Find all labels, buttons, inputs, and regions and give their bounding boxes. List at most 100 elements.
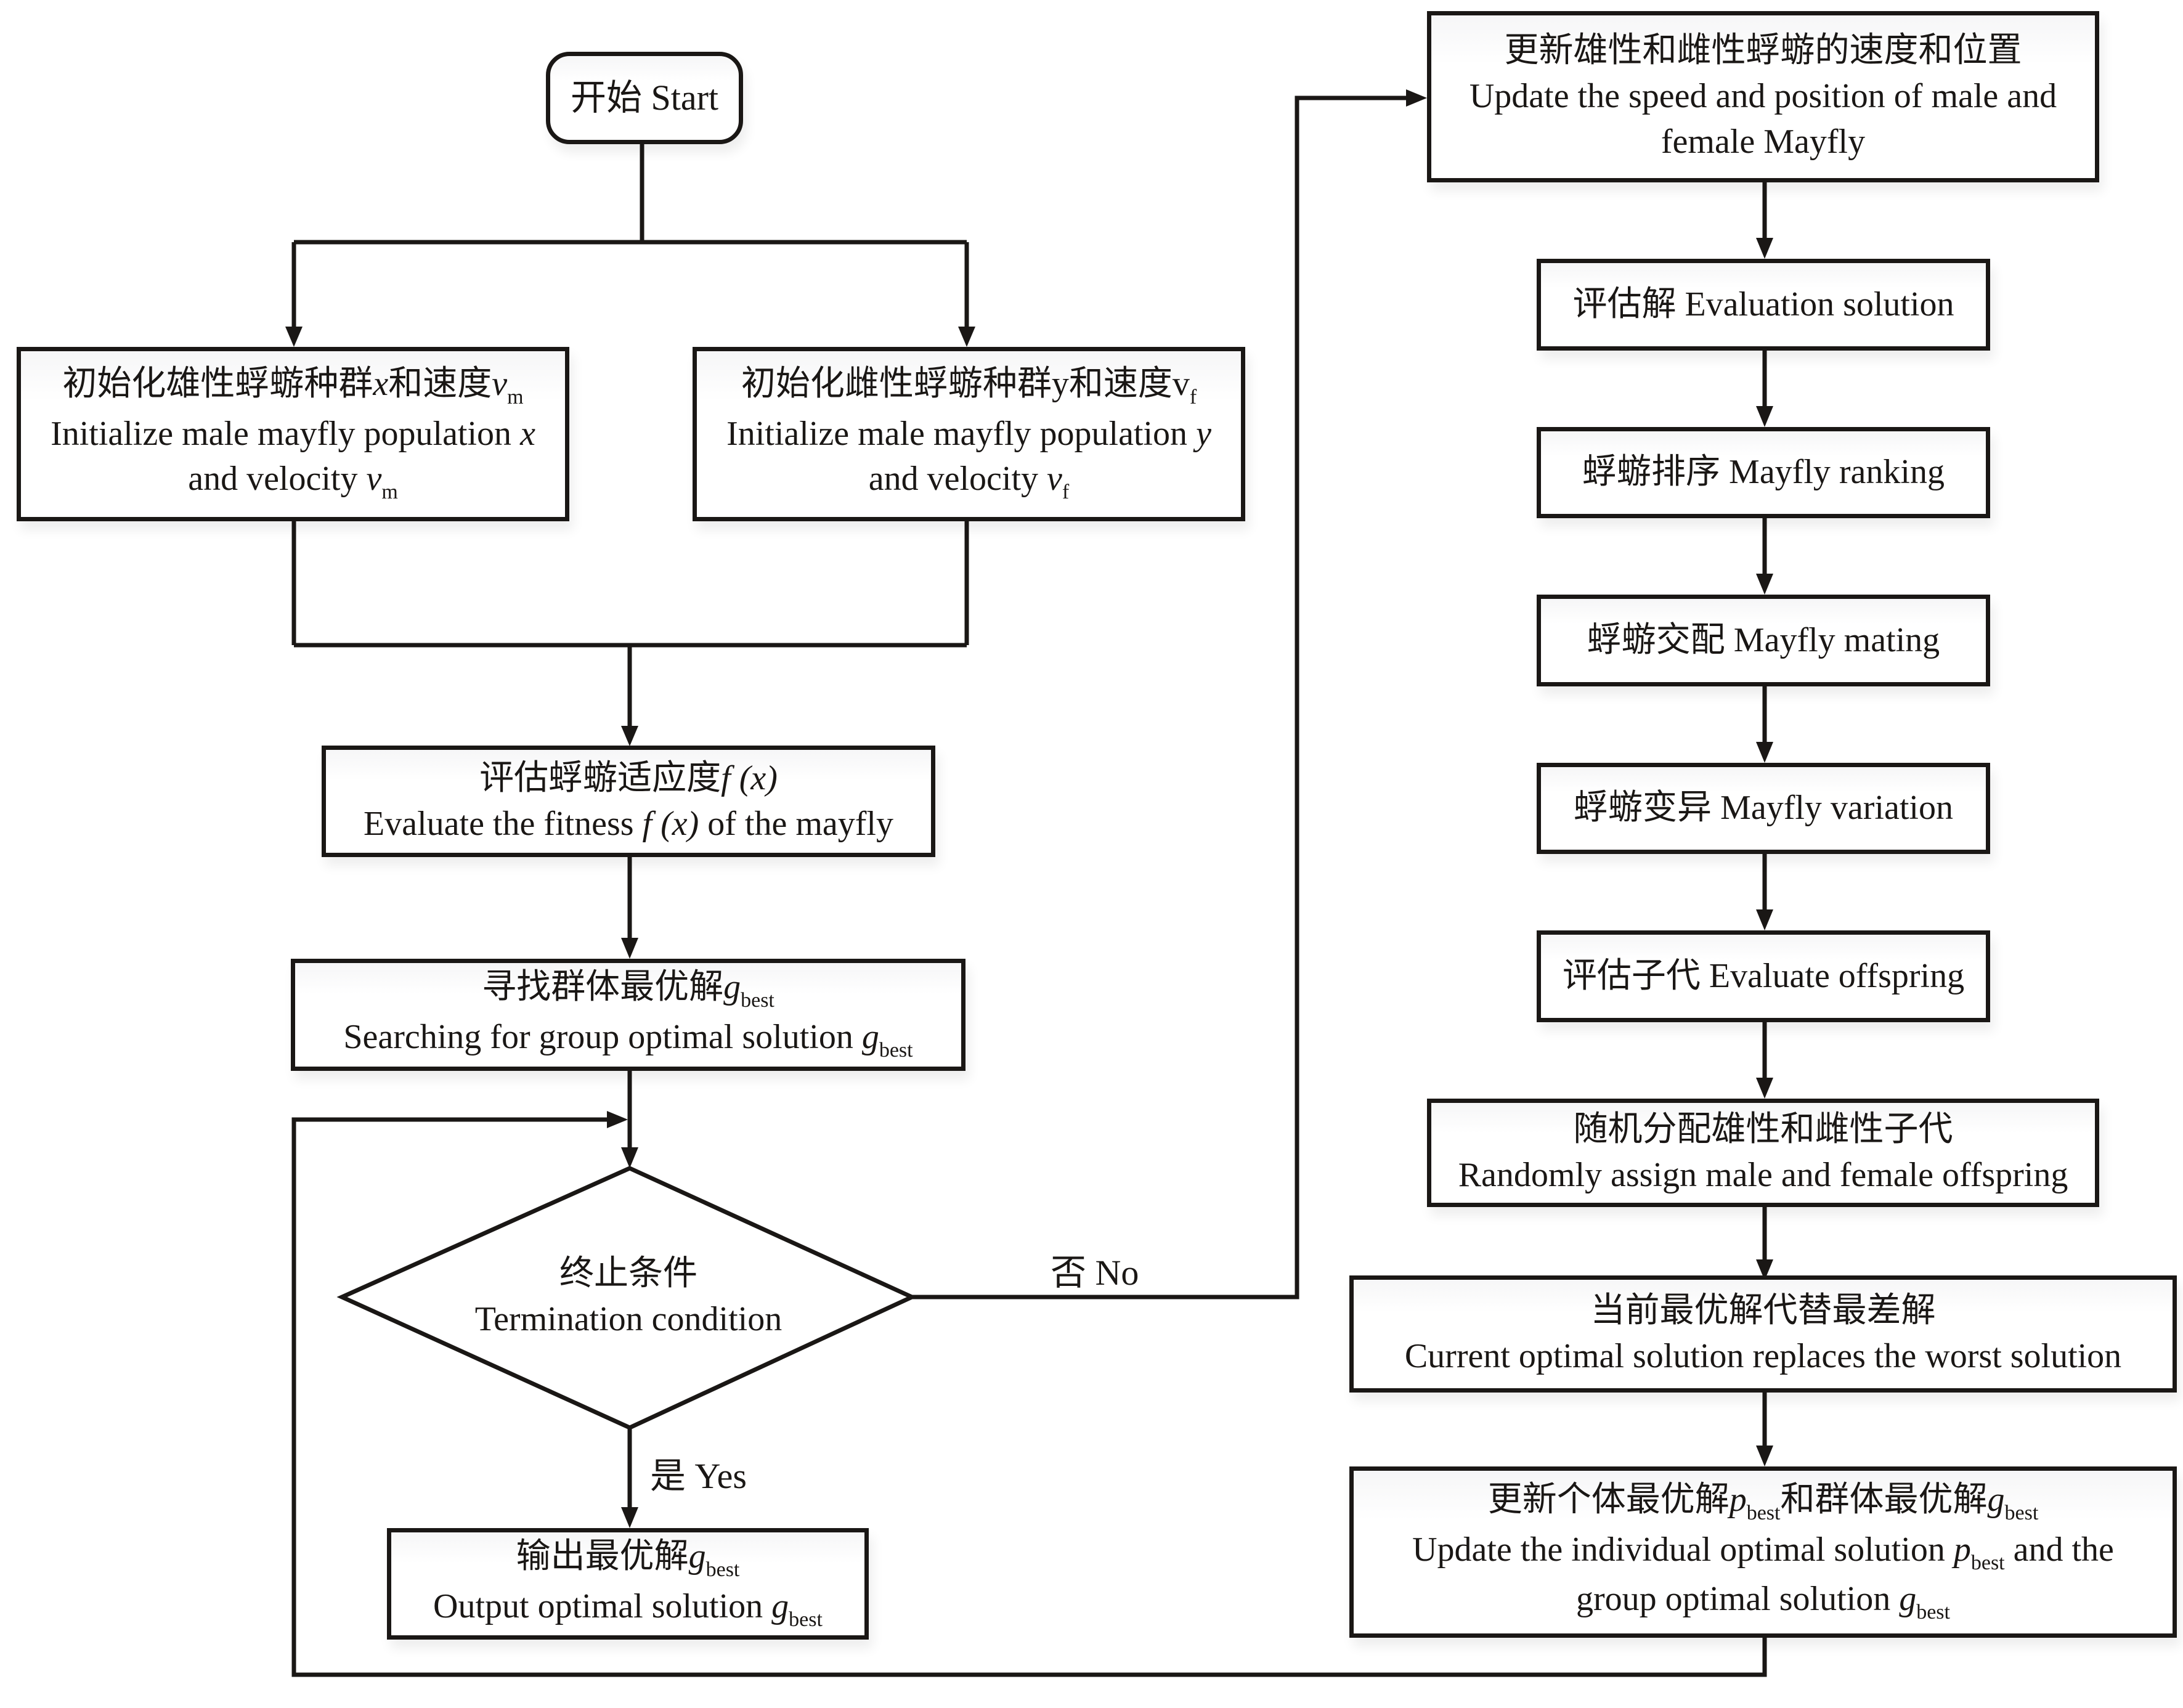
replace-worst-node: 当前最优解代替最差解 Current optimal solution repl… [1349,1275,2177,1393]
init-female-zh: 初始化雌性蜉蝣种群 [741,364,1052,403]
replace-worst-en: Current optimal solution replaces the wo… [1404,1337,2122,1375]
fitness-en: Evaluate the fitness [364,804,643,843]
init-male-zh-var: x [373,364,389,403]
arrowhead-output [621,1507,638,1528]
ranking-zh: 蜉蝣排序 [1582,453,1721,492]
arrowhead-search [621,938,638,959]
init-female-en2: and velocity [868,460,1047,498]
variation-zh: 蜉蝣变异 [1574,789,1712,828]
update-best-zh-g: g [1987,1480,2005,1519]
search-zh: 寻找群体最优解 [482,968,724,1007]
output-zh: 输出最优解 [516,1537,689,1576]
fitness-zh-fx: f (x) [721,758,778,797]
random-assign-zh: 随机分配雄性和雌性子代 [1573,1110,1953,1149]
init-female-zh-sub: f [1189,385,1197,409]
search-zh-sym: g [723,968,741,1007]
output-en-sym: g [771,1587,789,1625]
fitness-en-fx: f (x) [642,804,699,843]
arrowhead-r1 [1756,238,1773,259]
output-node: 输出最优解gbest Output optimal solution gbest [387,1528,869,1640]
init-male-zh: 初始化雄性蜉蝣种群 [62,364,373,403]
evaluation-solution-zh: 评估解 [1572,285,1677,323]
update-best-en1-p: p [1953,1530,1971,1569]
random-assign-node: 随机分配雄性和雌性子代 Randomly assign male and fem… [1427,1099,2099,1207]
termination-en: Termination condition [474,1300,783,1338]
update-speed-node: 更新雄性和雌性蜉蝣的速度和位置 Update the speed and pos… [1427,11,2099,182]
termination-node: 终止条件 Termination condition [382,1251,875,1343]
start-zh: 开始 [570,77,642,118]
arrowhead-r5 [1756,909,1773,930]
init-female-node: 初始化雌性蜉蝣种群y和速度vf Initialize male mayfly p… [693,347,1245,521]
arrowhead-r6 [1756,1078,1773,1099]
replace-worst-zh: 当前最优解代替最差解 [1590,1291,1936,1330]
update-speed-en2: female Mayfly [1661,122,1866,161]
update-speed-zh: 更新雄性和雌性蜉蝣的速度和位置 [1504,31,2022,70]
init-male-en2-sub: m [381,481,398,504]
evaluation-solution-en: Evaluation solution [1685,285,1954,323]
init-female-zh-var: y [1051,364,1069,403]
update-best-en2-g-sub: best [1916,1601,1950,1624]
init-male-zh-sym: v [492,364,508,403]
update-best-zh: 更新个体最优解 [1487,1480,1730,1519]
update-best-en1-post: and the [2004,1530,2114,1569]
init-male-zh-sub: m [507,385,524,409]
init-male-zh-mid: 和速度 [388,364,492,403]
arrowhead-fitness [621,726,638,746]
arrowhead-r3 [1756,574,1773,595]
connector-loop-back [291,1117,1767,1677]
init-male-en2: and velocity [188,460,367,498]
arrowhead-init-female [958,327,975,347]
search-en: Searching for group optimal solution [343,1018,862,1056]
connector-no [912,96,1406,1299]
start-en: Start [651,77,719,118]
arrowhead-init-male [285,327,303,347]
update-best-en1: Update the individual optimal solution [1412,1530,1954,1569]
search-gbest-node: 寻找群体最优解gbest Searching for group optimal… [291,959,965,1071]
output-en: Output optimal solution [433,1587,772,1625]
edge-label-yes: 是 Yes [650,1456,747,1496]
arrowhead-r7 [1756,1259,1773,1280]
evaluation-solution-node: 评估解 Evaluation solution [1537,259,1990,351]
termination-diamond [336,1166,917,1430]
arrowhead-r2 [1756,406,1773,427]
variation-en: Mayfly variation [1720,789,1953,828]
search-en-sym: g [861,1018,879,1056]
arrowhead-r4 [1756,742,1773,763]
init-female-zh-sym: v [1172,364,1190,403]
update-best-zh-p: p [1729,1480,1747,1519]
evaluate-offspring-zh: 评估子代 [1562,956,1701,995]
edge-label-no: 否 No [1051,1253,1139,1293]
random-assign-en: Randomly assign male and female offsprin… [1458,1156,2068,1194]
output-zh-sub: best [705,1558,740,1581]
output-zh-sym: g [688,1537,706,1576]
init-female-zh-mid: 和速度 [1068,364,1173,403]
evaluate-fitness-node: 评估蜉蝣适应度f (x) Evaluate the fitness f (x) … [322,746,935,857]
init-female-en2-sym: v [1047,460,1062,498]
fitness-en-post: of the mayfly [699,804,893,843]
init-female-en2-sub: f [1062,481,1070,504]
init-male-en2-sym: v [366,460,382,498]
ranking-en: Mayfly ranking [1729,453,1945,492]
evaluate-offspring-en: Evaluate offspring [1709,956,1965,995]
init-female-en1-var: y [1196,414,1211,453]
init-male-en1: Initialize male mayfly population [51,414,521,453]
output-en-sub: best [789,1608,823,1631]
init-male-node: 初始化雄性蜉蝣种群x和速度vm Initialize male mayfly p… [17,347,569,521]
update-best-en1-p-sub: best [1970,1551,2005,1574]
update-speed-en1: Update the speed and position of male an… [1469,77,2057,116]
init-female-en1: Initialize male mayfly population [726,414,1197,453]
mating-en: Mayfly mating [1733,620,1940,659]
termination-zh: 终止条件 [559,1255,697,1293]
mayfly-ranking-node: 蜉蝣排序 Mayfly ranking [1537,427,1990,518]
search-en-sub: best [879,1039,913,1062]
start-node: 开始 Start [546,52,743,144]
arrowhead-loop [607,1111,628,1128]
update-best-zh-p-sub: best [1746,1501,1781,1524]
mating-zh: 蜉蝣交配 [1587,620,1725,659]
fitness-zh: 评估蜉蝣适应度 [479,758,722,797]
mayfly-variation-node: 蜉蝣变异 Mayfly variation [1537,763,1990,854]
update-best-en2: group optimal solution [1576,1580,1900,1619]
update-best-en2-g: g [1899,1580,1917,1619]
arrowhead-diamond [621,1147,638,1168]
